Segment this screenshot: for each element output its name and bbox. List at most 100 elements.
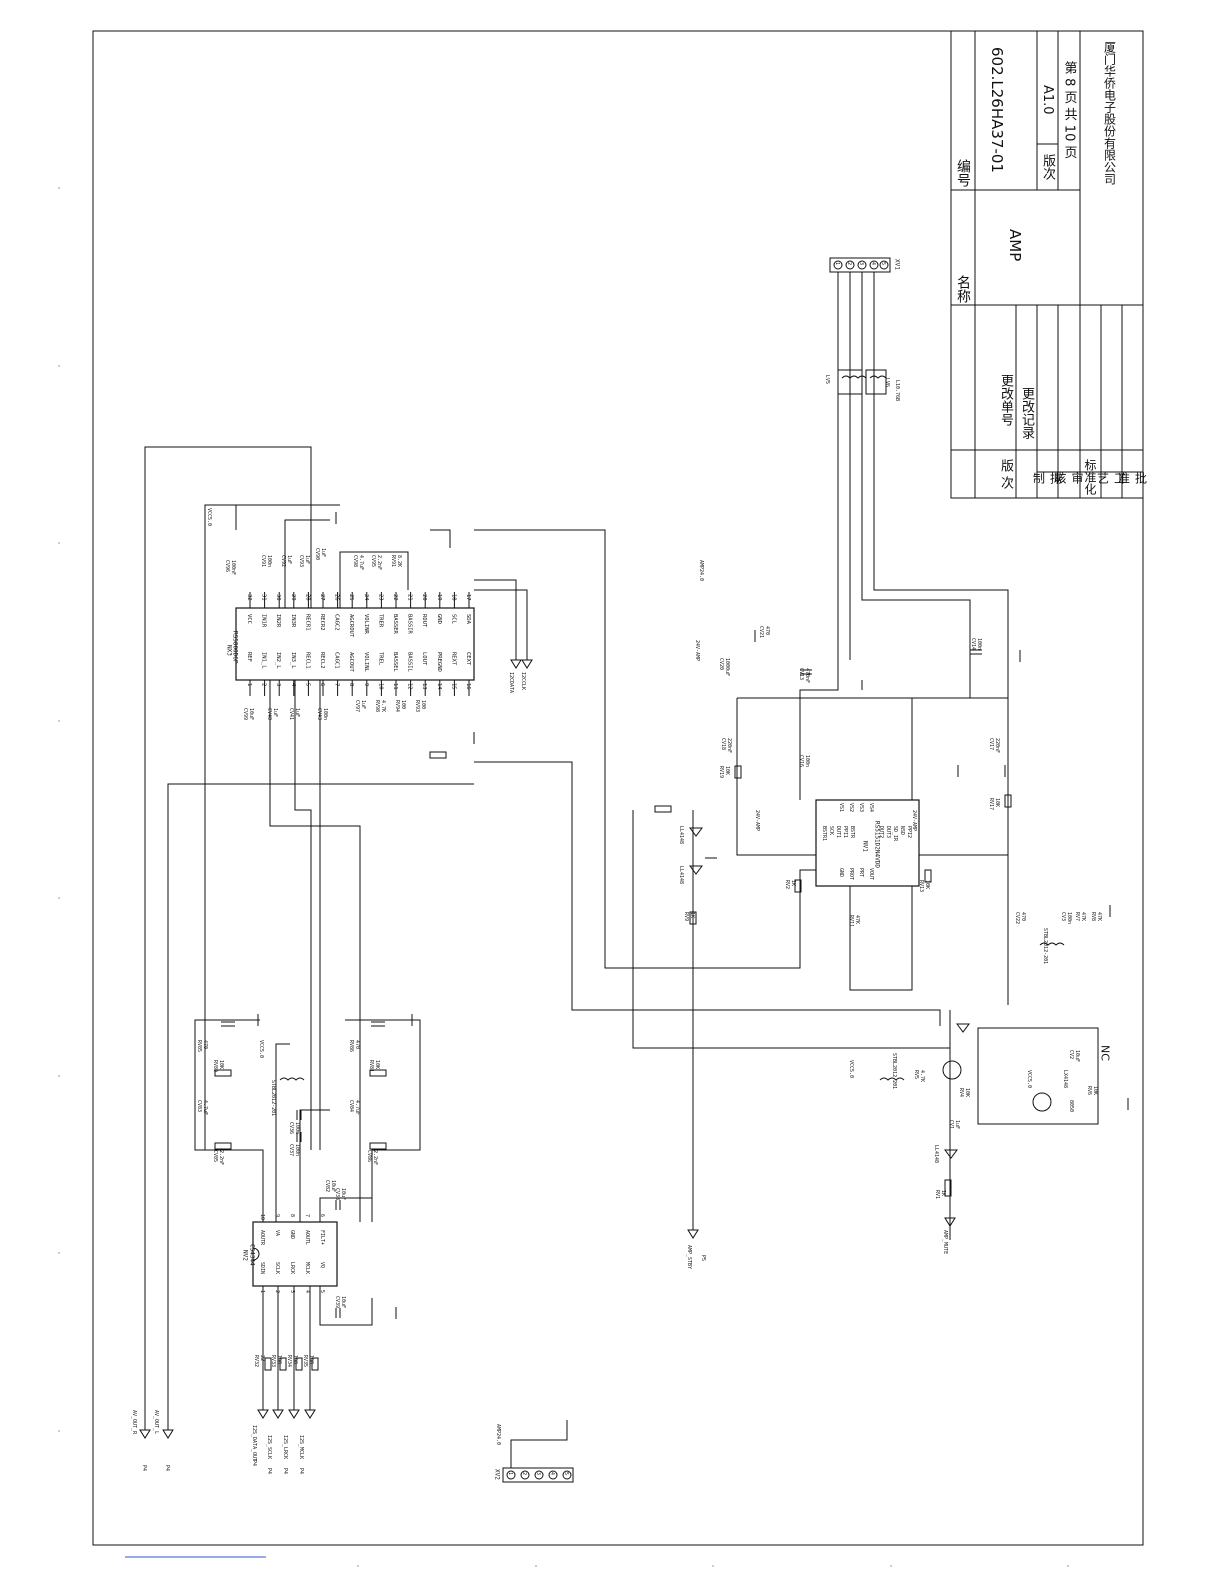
xv1-pin: 3 <box>858 262 864 265</box>
part-value: 2.2nF <box>218 1150 224 1165</box>
part-value: 22 <box>259 1355 265 1361</box>
pin-number: 4 <box>290 683 296 687</box>
part-value: 220nF <box>726 738 732 753</box>
part-ref: CV22 <box>1014 912 1020 924</box>
passive-components <box>139 369 1065 1439</box>
part-value: 10uF <box>248 708 254 720</box>
part-value: 1K <box>940 1190 946 1196</box>
part-ref: RV2 <box>784 880 790 889</box>
pin-name: BASSER <box>392 614 398 635</box>
pin-name: BASSIR <box>407 614 413 635</box>
pin-number: 15 <box>450 683 456 690</box>
margin-ticks <box>58 187 1069 1567</box>
part-value: 470 <box>354 1040 360 1049</box>
ic-dac-part: CS4344 <box>248 1244 256 1266</box>
amp-pin-right: DUT3 <box>885 826 891 838</box>
ic-amplifier <box>815 799 920 887</box>
dac-pin-top: 7 <box>304 1214 310 1217</box>
title-role-5: 批 准 <box>1116 472 1148 484</box>
part-value: 100n <box>294 1144 300 1156</box>
net-label-lv1: STBL2012-201 <box>270 1080 276 1116</box>
pin-number: 30 <box>275 594 281 601</box>
part-ref: CV3 <box>1060 912 1066 921</box>
part-value: 10uF <box>1074 1050 1080 1062</box>
part-value: 100 <box>292 1355 298 1364</box>
pin-name: AGCOUT <box>348 652 354 673</box>
part-value: 10K <box>924 880 930 889</box>
pin-name: GND <box>436 614 442 624</box>
pin-number: 29 <box>290 594 296 601</box>
pin-number: 18 <box>450 594 456 601</box>
part-value: 10uF <box>340 1188 346 1200</box>
xv2-pin: 1 <box>507 1472 513 1475</box>
part-value: 4.7uF <box>202 1100 208 1115</box>
amp-pin-left: BSTR <box>849 826 855 839</box>
pin-number: 8 <box>348 683 354 686</box>
xv2-pin: 2 <box>521 1472 527 1475</box>
pin-number: 6 <box>319 683 325 686</box>
net-label-i2s-data: I2S_DATA_OUT <box>251 1425 257 1461</box>
part-ref: CV38 <box>334 1188 340 1200</box>
ic-amp-part: RS5151D2N4VDD <box>873 820 881 868</box>
pin-number: 17 <box>465 594 471 601</box>
dac-pin-top: 9 <box>274 1214 280 1217</box>
part-ref: CV18 <box>720 738 726 750</box>
dac-pin-top: 10 <box>259 1214 265 1220</box>
part-value: 220nF <box>994 738 1000 753</box>
part-ref: RV13 <box>918 880 924 892</box>
part-value: 47K <box>1096 912 1102 921</box>
connector-xv1 <box>829 257 891 273</box>
dac-pin-top-name: AOUTL <box>304 1230 310 1245</box>
dac-pin-bottom: 1 <box>259 1290 265 1293</box>
pin-name: CAGC2 <box>334 614 340 631</box>
part-ref: CV99 <box>242 708 248 720</box>
net-label-p4: P4 <box>251 1460 257 1466</box>
part-ref: CV41 <box>288 708 294 720</box>
net-label-i2c-data: I2CDATA <box>508 672 514 693</box>
part-value: 100n <box>1066 912 1072 924</box>
title-role-3: 标准化 <box>1083 458 1097 495</box>
pin-number: 21 <box>407 594 413 601</box>
dac-pin-top: 8 <box>289 1214 295 1217</box>
dac-pin-bottom: 2 <box>274 1290 280 1293</box>
pin-name: LOUT <box>421 652 427 666</box>
part-value: 100nF <box>230 560 236 575</box>
dac-pin-bottom-name: SDIN <box>259 1262 265 1274</box>
dac-pin-bottom: 3 <box>289 1290 295 1293</box>
net-label-av-out-l: AV_OUT_L <box>153 1410 159 1434</box>
pin-name: VCC <box>246 614 252 624</box>
part-value: 1uF <box>286 555 292 564</box>
pin-name: REF <box>246 652 252 662</box>
part-value: 1uF <box>360 700 366 709</box>
pin-number: 23 <box>377 594 383 601</box>
ic-dac <box>252 1221 338 1287</box>
dac-pin-bottom-name: LRCK <box>289 1262 295 1274</box>
part-value: 4.7uF <box>358 555 364 570</box>
pin-name: IN2R <box>275 614 281 628</box>
part-ref: RV19 <box>718 766 724 778</box>
part-ref: CV40 <box>266 708 272 720</box>
title-number-value: 602.L26HA37-01 <box>988 47 1006 173</box>
pin-name: VOLINL <box>363 652 369 673</box>
pin-name: RECR2 <box>319 614 325 631</box>
net-label-p4: P4 <box>266 1468 272 1474</box>
part-value: 10uF <box>340 1296 346 1308</box>
amp-pin-left: SCK <box>828 826 834 835</box>
net-label-av-out-r: AV_OUT_R <box>131 1410 137 1435</box>
pin-name: SCL <box>450 614 456 625</box>
dac-pin-top-name: GND <box>289 1230 295 1239</box>
part-value: 10K <box>218 1060 224 1069</box>
pin-number: 27 <box>319 594 325 601</box>
title-page: 第 8 页 共 10 页 <box>1061 61 1077 159</box>
part-ref: RV98 <box>374 700 380 712</box>
pin-name: BASSEL <box>392 652 398 673</box>
amp-pin-right: SD_IR <box>892 826 898 842</box>
xv2-pin: 4 <box>549 1472 555 1475</box>
part-ref: RV81 <box>368 1060 374 1072</box>
dac-pin-top-name: FILT+ <box>319 1230 325 1245</box>
amp-pin-right: NSD <box>899 826 905 835</box>
title-number-label: 编号 <box>955 158 971 187</box>
net-label-p4: P4 <box>282 1468 288 1474</box>
part-value: 4.7K <box>919 1070 925 1082</box>
